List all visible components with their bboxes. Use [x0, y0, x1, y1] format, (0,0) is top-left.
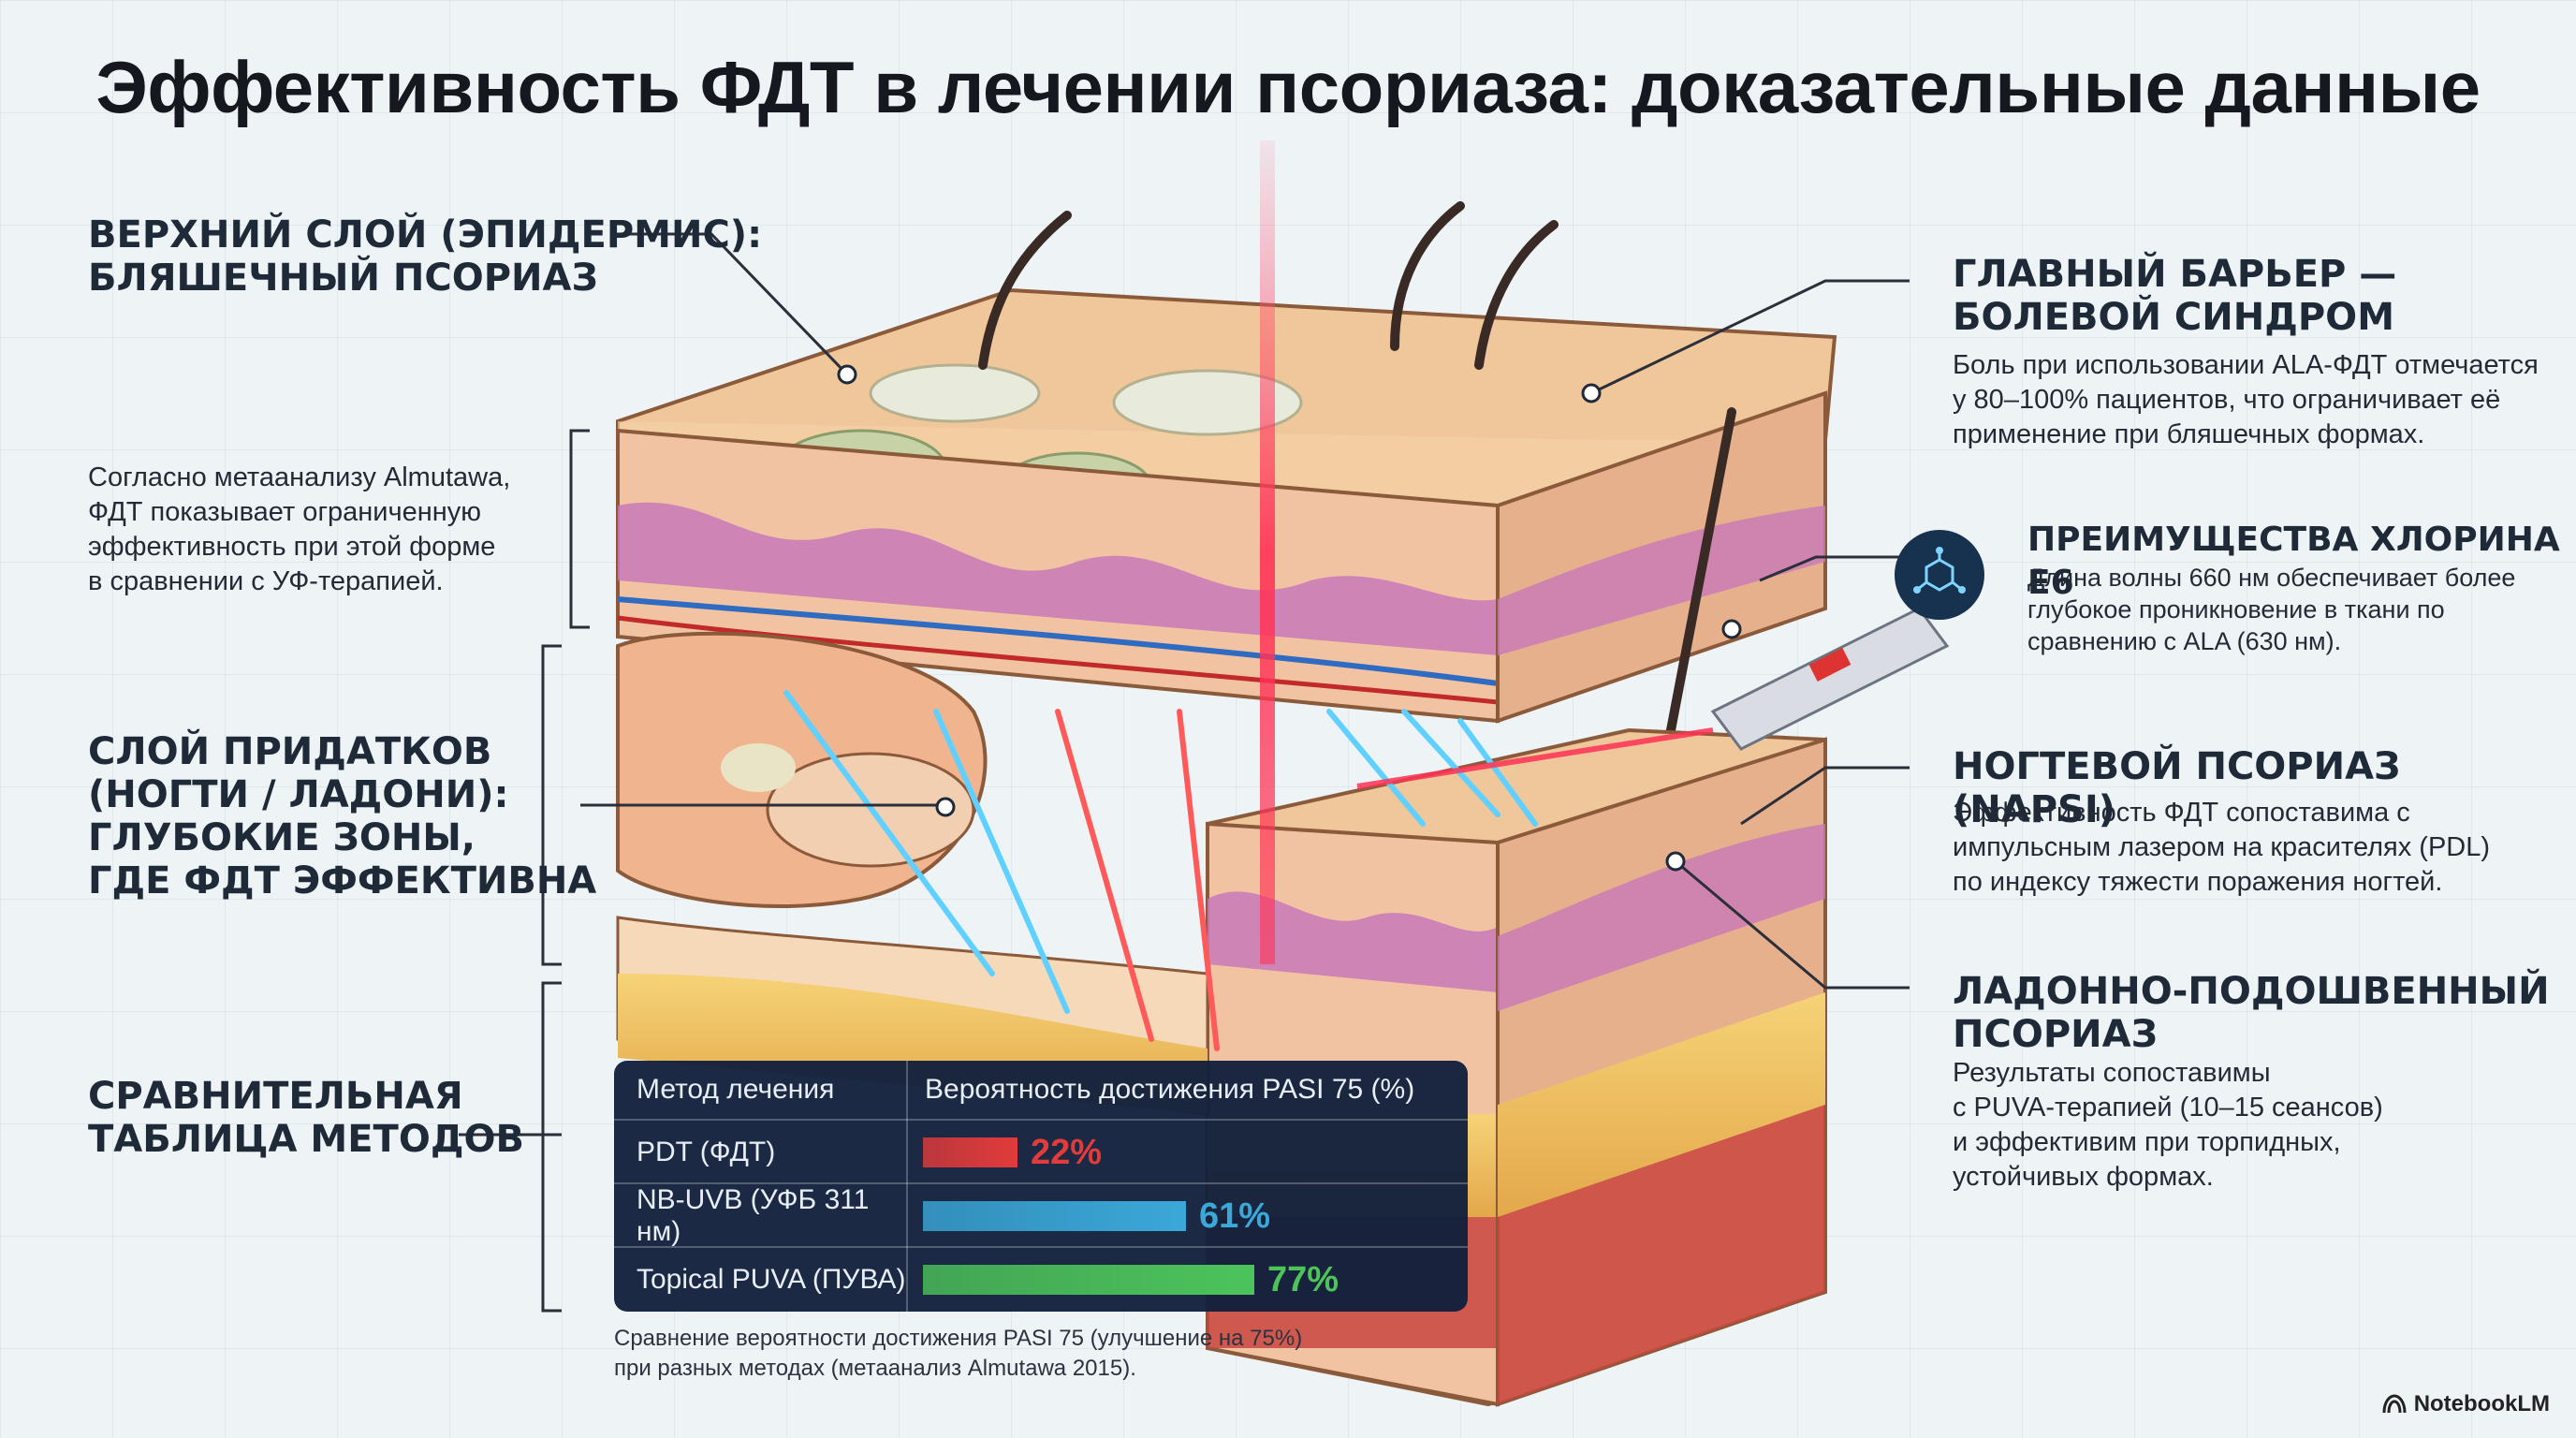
chlorin-heading: ПРЕИМУЩЕСТВА ХЛОРИНА Е6: [2027, 521, 2560, 602]
table-header-method: Метод лечения: [637, 1074, 835, 1105]
table-cell-method: NB-UVB (УФБ 311 нм): [637, 1184, 870, 1247]
brand-label: NotebookLM: [2413, 1391, 2550, 1416]
page-title: Эффективность ФДТ в лечении псориаза: до…: [95, 46, 2481, 128]
leader-lines: [459, 232, 1910, 1313]
table-row: NB-UVB (УФБ 311 нм) 61%: [614, 1182, 1468, 1248]
laser-device: [1356, 607, 1950, 789]
table-cell-method: PDT (ФДТ): [637, 1137, 776, 1167]
point-markers: [837, 364, 1742, 872]
chlorin-text: Длина волны 660 нм обеспечивает более гл…: [2027, 564, 2516, 655]
table-row: PDT (ФДТ) 22%: [614, 1119, 1468, 1184]
table-cell-value: 61%: [1199, 1196, 1271, 1236]
nail-heading: НОГТЕВОЙ ПСОРИАЗ (NAPSI): [1953, 745, 2401, 831]
notebooklm-logo-icon: [2382, 1394, 2407, 1414]
table-bar: [923, 1137, 1017, 1167]
palm-text: Результаты сопоставимы с PUVA-терапией (…: [1953, 1058, 2383, 1192]
table-cell-method: Topical PUVA (ПУВА): [637, 1264, 906, 1295]
table-bar: [923, 1265, 1254, 1295]
epidermis-text: Согласно метаанализу Almutawa, ФДТ показ…: [88, 462, 511, 596]
table-heading: СРАВНИТЕЛЬНАЯ ТАБЛИЦА МЕТОДОВ: [88, 1075, 524, 1161]
table-divider: [906, 1061, 908, 1312]
molecule-icon: [1895, 530, 1984, 620]
table-header-row: Метод лечения Вероятность достижения PAS…: [614, 1061, 1468, 1119]
molecule-icon-glyph: [1913, 547, 1966, 594]
upper-skin-block: [616, 287, 1837, 724]
nail-text: Эффективность ФДТ сопоставима с импульсн…: [1953, 798, 2491, 897]
table-cell-value: 22%: [1031, 1132, 1103, 1172]
comparison-table: Метод лечения Вероятность достижения PAS…: [614, 1061, 1468, 1312]
barrier-heading: ГЛАВНЫЙ БАРЬЕР — БОЛЕВОЙ СИНДРОМ: [1953, 253, 2397, 339]
barrier-text: Боль при использовании ALA-ФДТ отмечаетс…: [1953, 350, 2539, 449]
light-rays: [783, 690, 1538, 1051]
appendage-heading: СЛОЙ ПРИДАТКОВ (НОГТИ / ЛАДОНИ): ГЛУБОКИ…: [88, 730, 597, 902]
laser-beam: [1260, 140, 1275, 964]
epidermis-heading: ВЕРХНИЙ СЛОЙ (ЭПИДЕРМИС): БЛЯШЕЧНЫЙ ПСОР…: [88, 213, 763, 300]
table-cell-value: 77%: [1267, 1259, 1339, 1299]
table-footnote: Сравнение вероятности достижения PASI 75…: [614, 1326, 1303, 1381]
table-row: Topical PUVA (ПУВА) 77%: [614, 1246, 1468, 1312]
table-header-probability: Вероятность достижения PASI 75 (%): [925, 1074, 1415, 1105]
palm-heading: ЛАДОННО-ПОДОШВЕННЫЙ ПСОРИАЗ: [1953, 970, 2550, 1056]
finger-with-nail: [616, 631, 988, 909]
hairs: [978, 201, 1736, 1053]
table-bar: [923, 1201, 1186, 1231]
brand-logo: NotebookLM: [2382, 1391, 2550, 1417]
